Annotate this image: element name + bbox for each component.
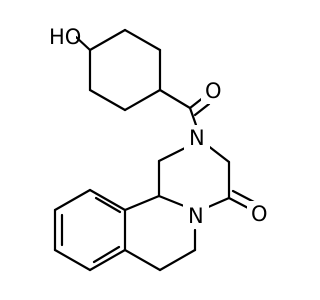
hydroxyl-label: HO bbox=[49, 25, 81, 49]
bond bbox=[88, 28, 127, 52]
bond bbox=[227, 196, 252, 211]
chemical-structure-diagram: HO O N N O bbox=[46, 24, 269, 272]
bond bbox=[193, 102, 211, 117]
bond bbox=[204, 196, 231, 210]
ring-carbonyl-oxygen-label: O bbox=[251, 202, 268, 226]
bond bbox=[88, 248, 127, 272]
bond bbox=[92, 245, 121, 264]
atom-mask bbox=[183, 203, 209, 229]
bond bbox=[53, 248, 92, 272]
carbonyl-oxygen-label: O bbox=[205, 79, 222, 103]
bond bbox=[157, 194, 186, 208]
bond bbox=[123, 88, 162, 112]
bond bbox=[205, 143, 231, 164]
atom-mask bbox=[247, 201, 269, 227]
bond bbox=[88, 88, 127, 112]
ring-nitrogen-upper-label: N bbox=[189, 126, 205, 150]
bond bbox=[158, 88, 192, 110]
bond bbox=[88, 188, 127, 212]
bond bbox=[158, 248, 197, 272]
bond bbox=[94, 196, 122, 214]
atom-mask bbox=[201, 78, 223, 104]
bond bbox=[188, 106, 198, 127]
bond bbox=[231, 189, 256, 204]
atom-label-set: HO O N N O bbox=[46, 24, 269, 229]
atom-mask bbox=[46, 24, 76, 50]
atom-mask bbox=[184, 125, 210, 151]
bond bbox=[123, 28, 162, 52]
bond bbox=[123, 194, 161, 212]
bond bbox=[74, 35, 92, 52]
bond-set bbox=[53, 28, 256, 272]
bond bbox=[53, 188, 92, 212]
bond bbox=[123, 248, 162, 272]
ring-nitrogen-lower-label: N bbox=[188, 204, 204, 228]
